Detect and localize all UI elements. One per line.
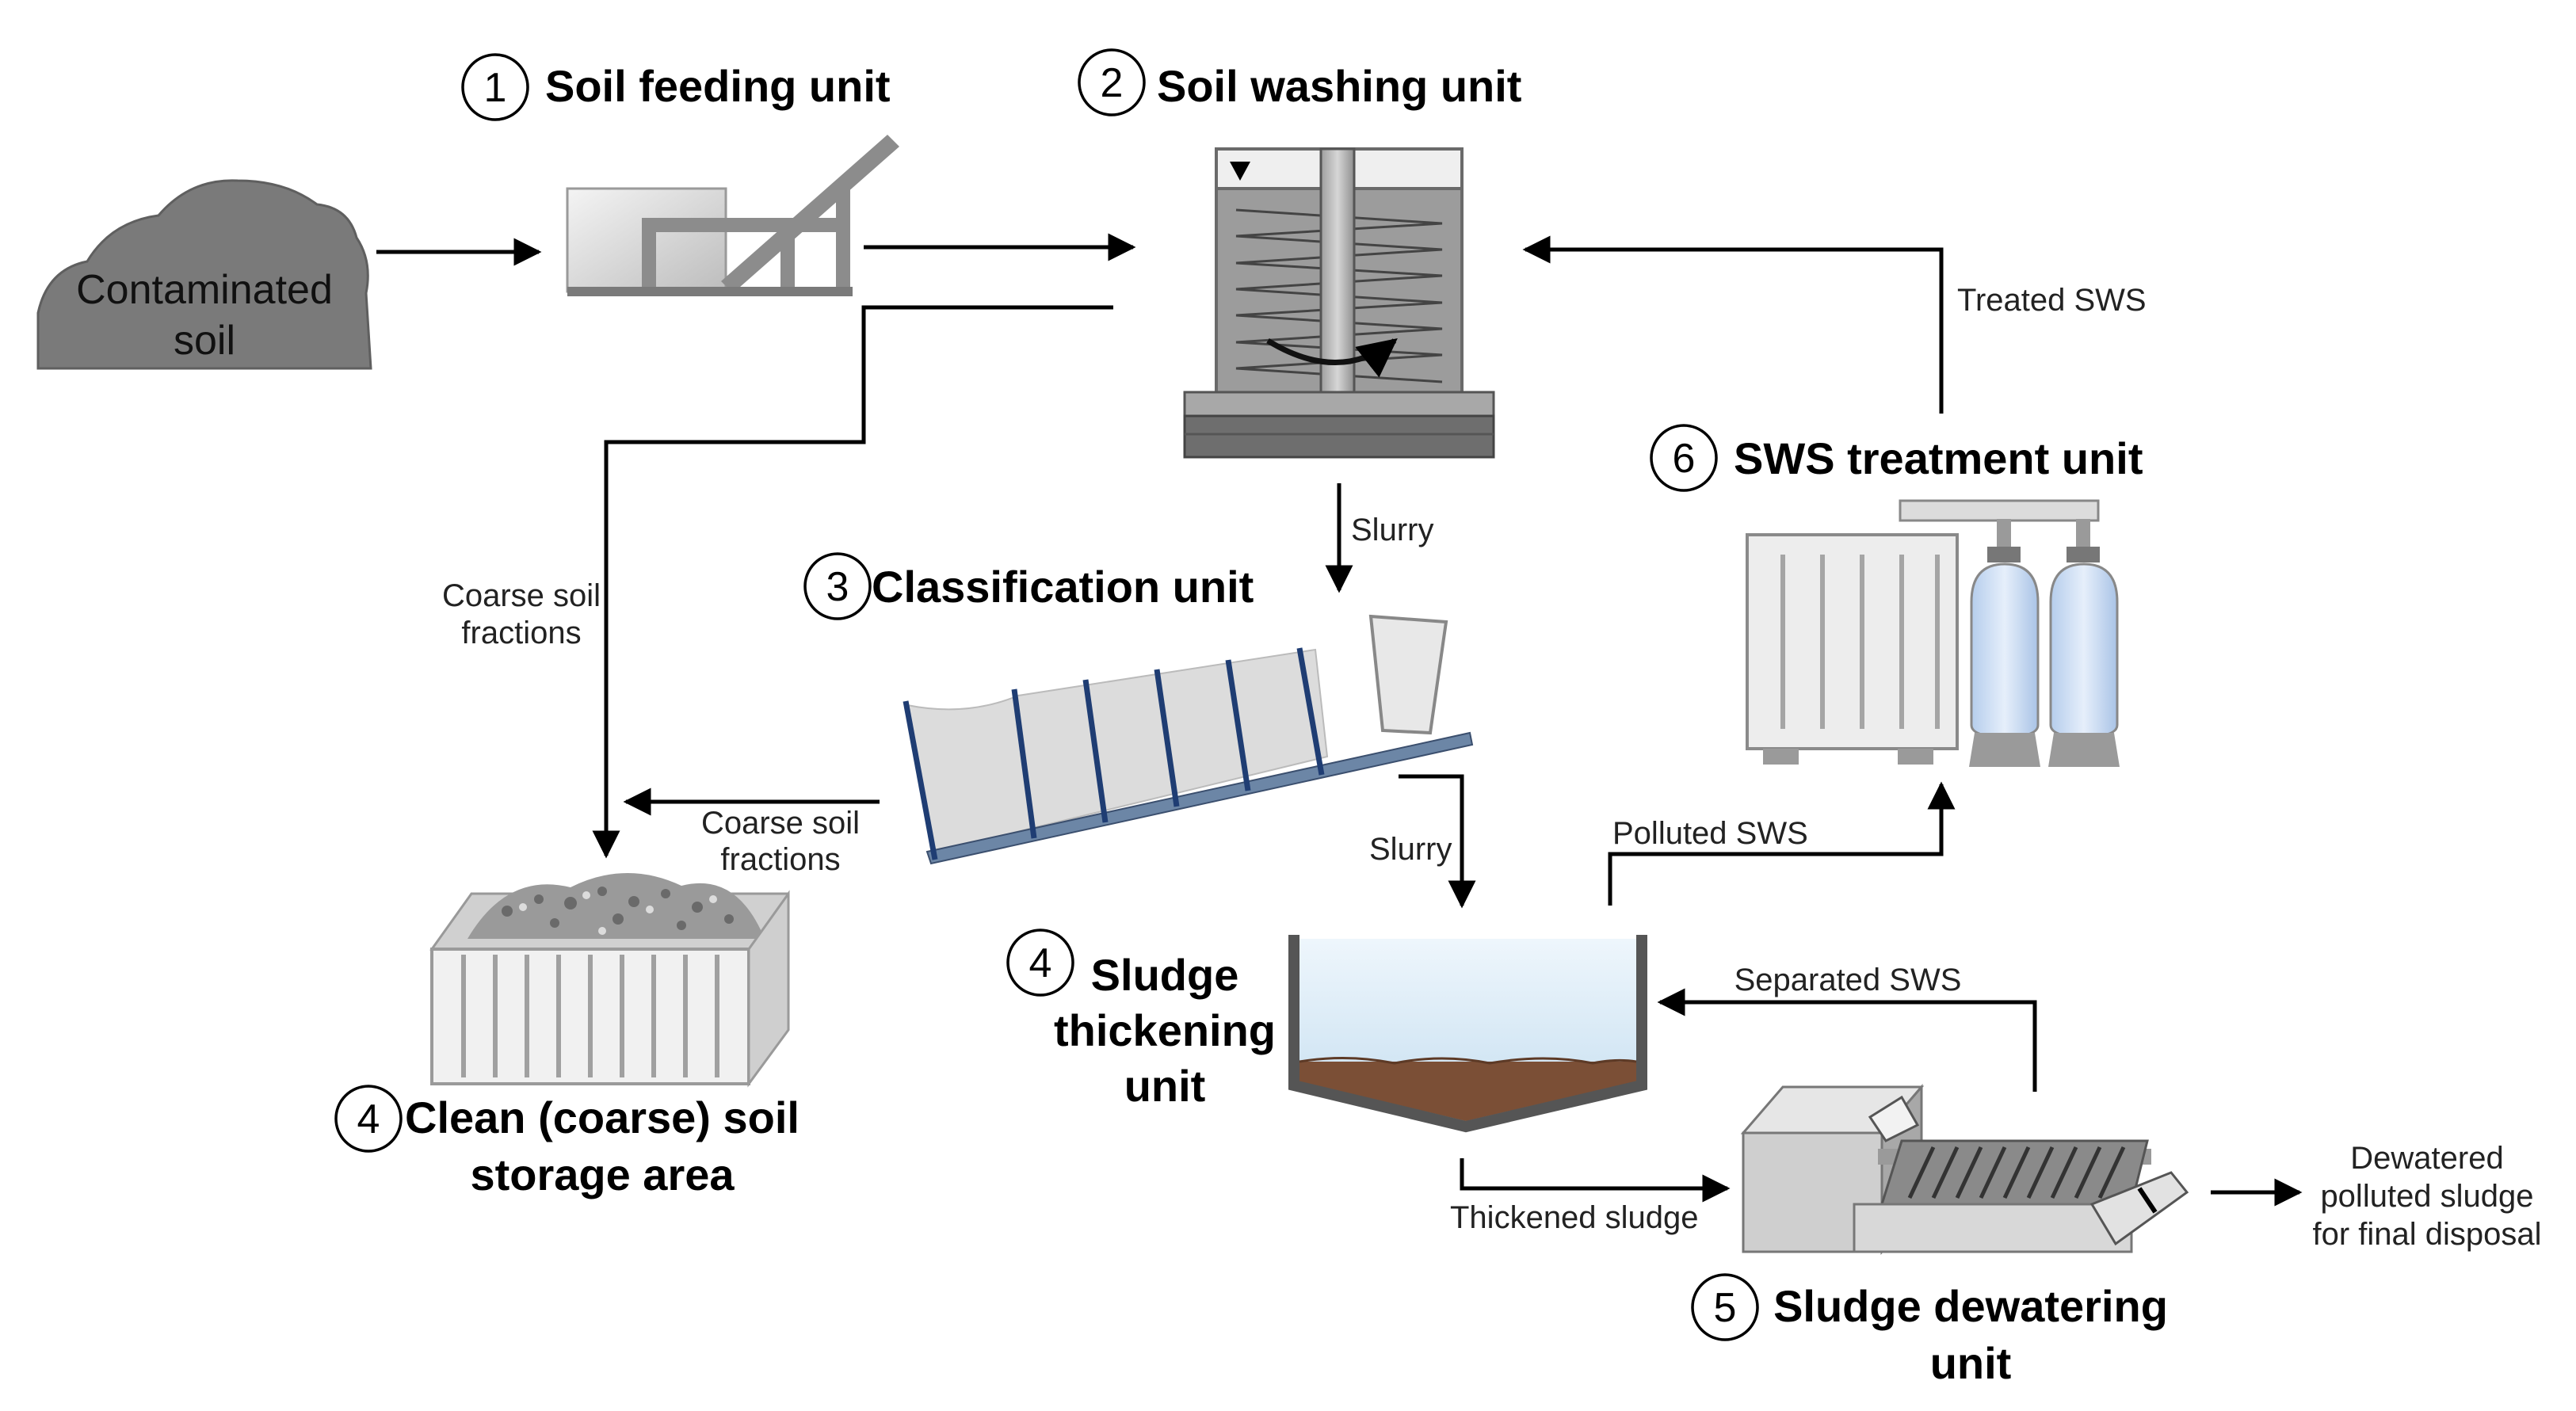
thickener-tank-icon (1288, 935, 1647, 1133)
svg-text:4: 4 (357, 1096, 380, 1142)
unit-3-number-badge: 3 (803, 552, 872, 620)
arrow-thickener-to-treatment (1608, 781, 1956, 906)
storage-container-icon (429, 872, 790, 1088)
arrow-classifier-to-thickener (1399, 774, 1476, 909)
flow-slurry-2: Slurry (1369, 832, 1452, 867)
classifier-icon (903, 614, 1474, 865)
washing-tank-icon (1183, 147, 1495, 459)
unit-4a-number-badge: 4 (334, 1085, 403, 1153)
soil-pile-icon (36, 179, 372, 370)
svg-text:3: 3 (826, 564, 849, 610)
unit-1-title: Soil feeding unit (545, 61, 891, 111)
unit-5-number-badge: 5 (1691, 1273, 1759, 1341)
unit-4a-title-line1: Clean (coarse) soil (405, 1093, 800, 1142)
svg-text:2: 2 (1101, 60, 1124, 106)
unit-4b-title-line1: Sludge (1091, 950, 1239, 1000)
arrow-treatment-to-washing (1522, 235, 1944, 414)
flow-coarse-2-line1: Coarse soil (701, 806, 860, 841)
unit-6-number-badge: 6 (1650, 424, 1718, 492)
feeder-icon (566, 135, 899, 296)
unit-6-title: SWS treatment unit (1734, 433, 2143, 483)
source-label-line2: soil (174, 318, 235, 364)
arrow-washing-to-storage (592, 305, 1113, 859)
unit-1-number-badge: 1 (461, 53, 529, 121)
flow-coarse-2-line2: fractions (720, 842, 840, 877)
unit-5-title-line2: unit (1930, 1338, 2012, 1388)
unit-4b-number-badge: 4 (1006, 929, 1074, 997)
arrow-thickener-to-dewatering (1460, 1158, 1731, 1203)
flow-coarse-1-line1: Coarse soil (442, 578, 601, 613)
svg-text:1: 1 (484, 65, 507, 111)
flow-treated-sws: Treated SWS (1957, 283, 2147, 318)
svg-text:6: 6 (1673, 436, 1696, 482)
treatment-unit-icon (1746, 499, 2120, 767)
unit-2-number-badge: 2 (1078, 48, 1146, 116)
svg-text:4: 4 (1029, 940, 1052, 986)
unit-4b-title-line2: thickening (1054, 1005, 1276, 1055)
unit-4a-title-line2: storage area (470, 1150, 735, 1199)
arrow-dewatering-to-thickener (1657, 988, 2037, 1092)
unit-5-title-line1: Sludge dewatering (1773, 1281, 2168, 1331)
source-label-line1: Contaminated (76, 267, 333, 313)
output-line3: for final disposal (2312, 1217, 2541, 1252)
flow-separated-sws: Separated SWS (1735, 963, 1962, 997)
flow-slurry-1: Slurry (1351, 513, 1433, 547)
unit-3-title: Classification unit (872, 562, 1254, 612)
unit-2-title: Soil washing unit (1157, 61, 1521, 111)
flow-thickened-sludge: Thickened sludge (1450, 1200, 1699, 1235)
flow-polluted-sws: Polluted SWS (1612, 816, 1808, 851)
output-line1: Dewatered (2350, 1141, 2503, 1176)
dewatering-press-icon (1740, 1083, 2189, 1256)
flow-coarse-1-line2: fractions (461, 616, 581, 650)
svg-text:5: 5 (1714, 1285, 1737, 1331)
output-line2: polluted sludge (2320, 1179, 2533, 1214)
unit-4b-title-line3: unit (1124, 1061, 1206, 1111)
